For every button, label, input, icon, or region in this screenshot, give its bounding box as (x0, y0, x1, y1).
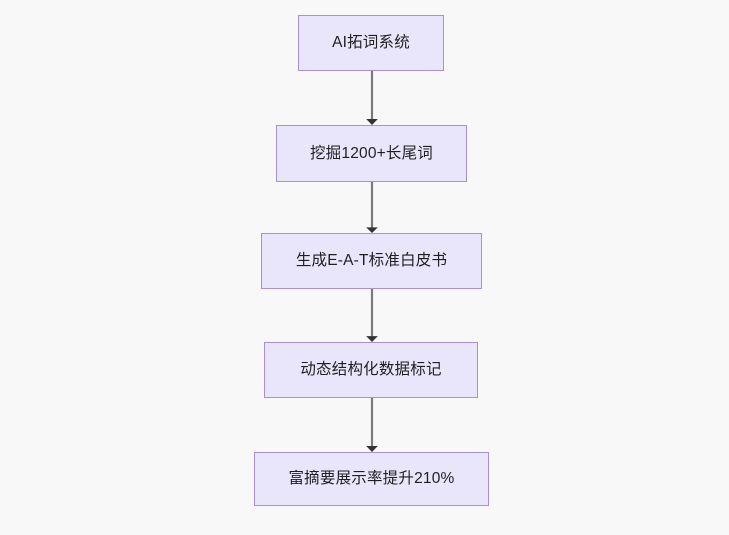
flowchart-node-rich-snippet-impression-lift[interactable]: 富摘要展示率提升210% (254, 452, 489, 506)
flowchart-node-label: AI拓词系统 (332, 34, 410, 52)
flowchart-arrow-connector (360, 289, 384, 342)
flowchart-node-dynamic-structured-data-markup[interactable]: 动态结构化数据标记 (264, 342, 478, 398)
flowchart-node-ai-keyword-system[interactable]: AI拓词系统 (298, 15, 444, 71)
flowchart-arrow-connector (360, 71, 384, 125)
flowchart-node-label: 挖掘1200+长尾词 (309, 144, 434, 162)
flowchart-node-label: 富摘要展示率提升210% (288, 470, 455, 488)
flowchart-node-generate-eat-whitepaper[interactable]: 生成E-A-T标准白皮书 (261, 233, 482, 289)
flowchart-node-label: 生成E-A-T标准白皮书 (295, 252, 448, 270)
flowchart-node-mine-longtail-keywords[interactable]: 挖掘1200+长尾词 (276, 125, 467, 182)
flowchart-node-label: 动态结构化数据标记 (300, 361, 442, 379)
flowchart-arrow-connector (360, 182, 384, 233)
flowchart-arrow-connector (360, 398, 384, 452)
